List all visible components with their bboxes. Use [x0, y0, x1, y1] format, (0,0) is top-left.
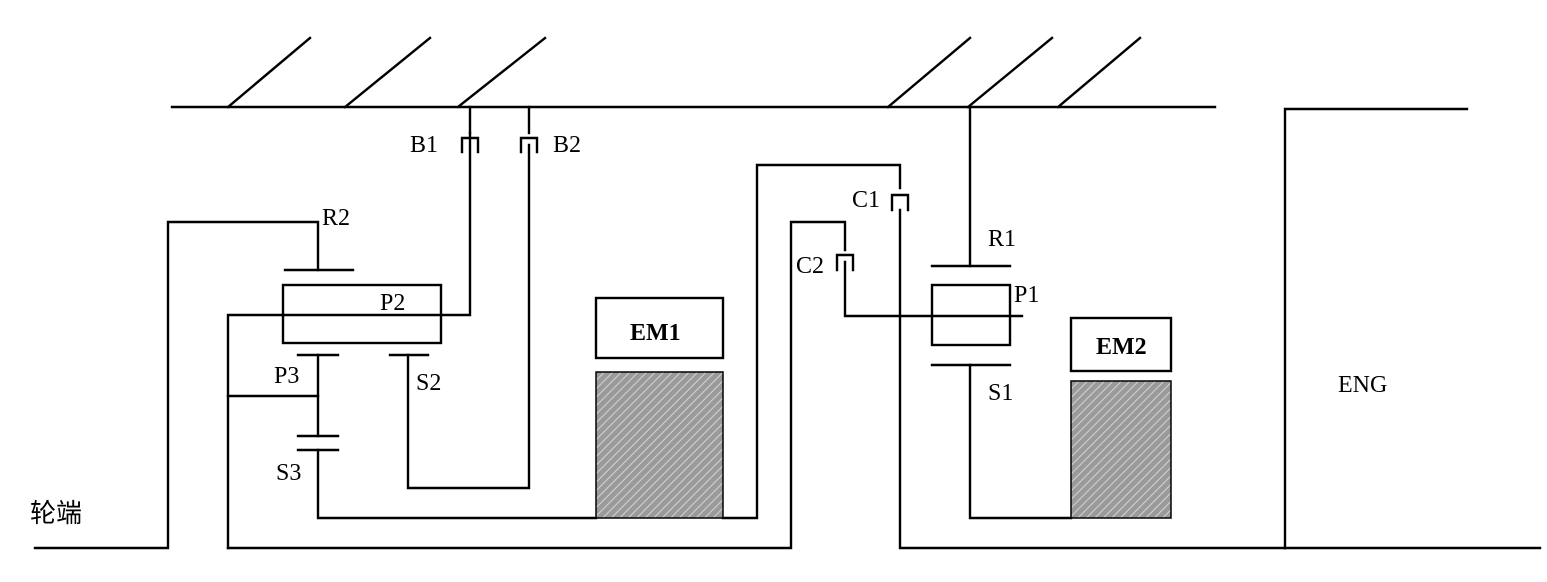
label-r2: R2: [322, 205, 350, 231]
housing-ground: [170, 36, 1217, 109]
wheel-output-shaft: [33, 220, 355, 550]
label-s1: S1: [988, 380, 1013, 406]
label-s2: S2: [416, 370, 441, 396]
label-em2: EM2: [1096, 334, 1147, 360]
label-c1: C1: [852, 187, 880, 213]
label-wheel-end: 轮端: [30, 499, 82, 529]
engine-block: [1283, 107, 1469, 550]
label-b1: B1: [410, 132, 438, 158]
label-s3: S3: [276, 460, 301, 486]
label-r1: R1: [988, 226, 1016, 252]
label-c2: C2: [796, 253, 824, 279]
planet-carrier-p2: [226, 131, 472, 550]
label-p2: P2: [380, 290, 405, 316]
brake-b2-sun-s2: [388, 105, 539, 490]
em1-shaft-clutch-c1: [721, 163, 1542, 550]
clutch-c2-shaft: [226, 220, 1024, 550]
label-b2: B2: [553, 132, 581, 158]
planet-p3-sun-s3: [226, 353, 598, 520]
label-eng: ENG: [1338, 372, 1387, 398]
label-p3: P3: [274, 363, 299, 389]
planetary-set-1: [930, 105, 1073, 520]
motor-em1: [594, 296, 725, 519]
label-p1: P1: [1014, 282, 1039, 308]
label-em1: EM1: [630, 320, 681, 346]
motor-em2: [1069, 316, 1173, 519]
brake-b1: [460, 105, 480, 154]
